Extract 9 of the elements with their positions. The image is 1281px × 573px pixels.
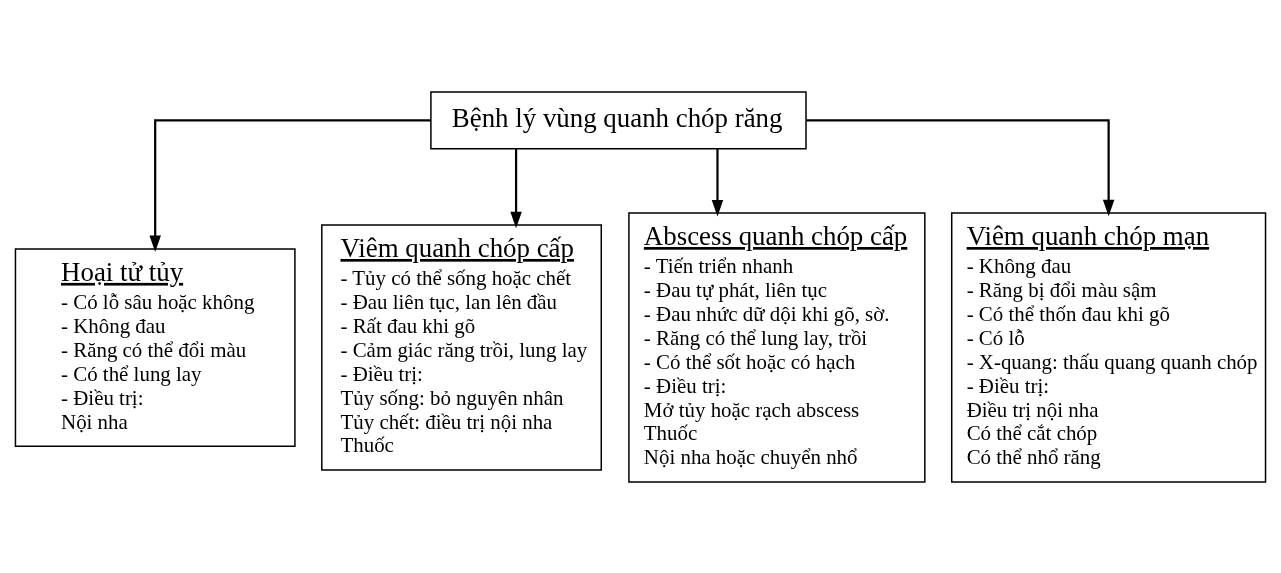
node-box: Abscess quanh chóp cấp - Tiến triển nhanh - Đau tự phát, liên tục - Đau nhức dữ dội khi gõ, sờ. - Răng có thể lung lay, trồi - Có thể sốt hoặc có hạch - Điều trị: Mở tủy hoặc rạch abscess Thuốc Nội nha hoặc chuyển nhổ	[628, 211, 926, 483]
arrow	[711, 148, 724, 216]
node-box: Hoại tử tủy - Có lỗ sâu hoặc không - Không đau - Răng có thể đổi màu - Có thể lung lay - Điều trị: Nội nha	[14, 247, 296, 447]
node-box: Viêm quanh chóp cấp - Tủy có thể sống hoặc chết - Đau liên tục, lan lên đầu - Rất đau khi gõ - Cảm giác răng trồi, lung lay - Điều trị: Tủy sống: bỏ nguyên nhân Tủy chết: điều trị nội nha Thuốc	[321, 223, 602, 471]
arrow	[510, 148, 522, 228]
arrow	[806, 118, 1115, 216]
arrow	[149, 118, 431, 252]
node-box: Bệnh lý vùng quanh chóp răng	[430, 90, 807, 149]
node-box: Viêm quanh chóp mạn - Không đau - Răng bị đổi màu sậm - Có thể thốn đau khi gõ - Có lỗ - X-quang: thấu quang quanh chóp - Điều trị: Điều trị nội nha Có thể cắt chóp Có thể nhổ răng	[950, 211, 1267, 483]
